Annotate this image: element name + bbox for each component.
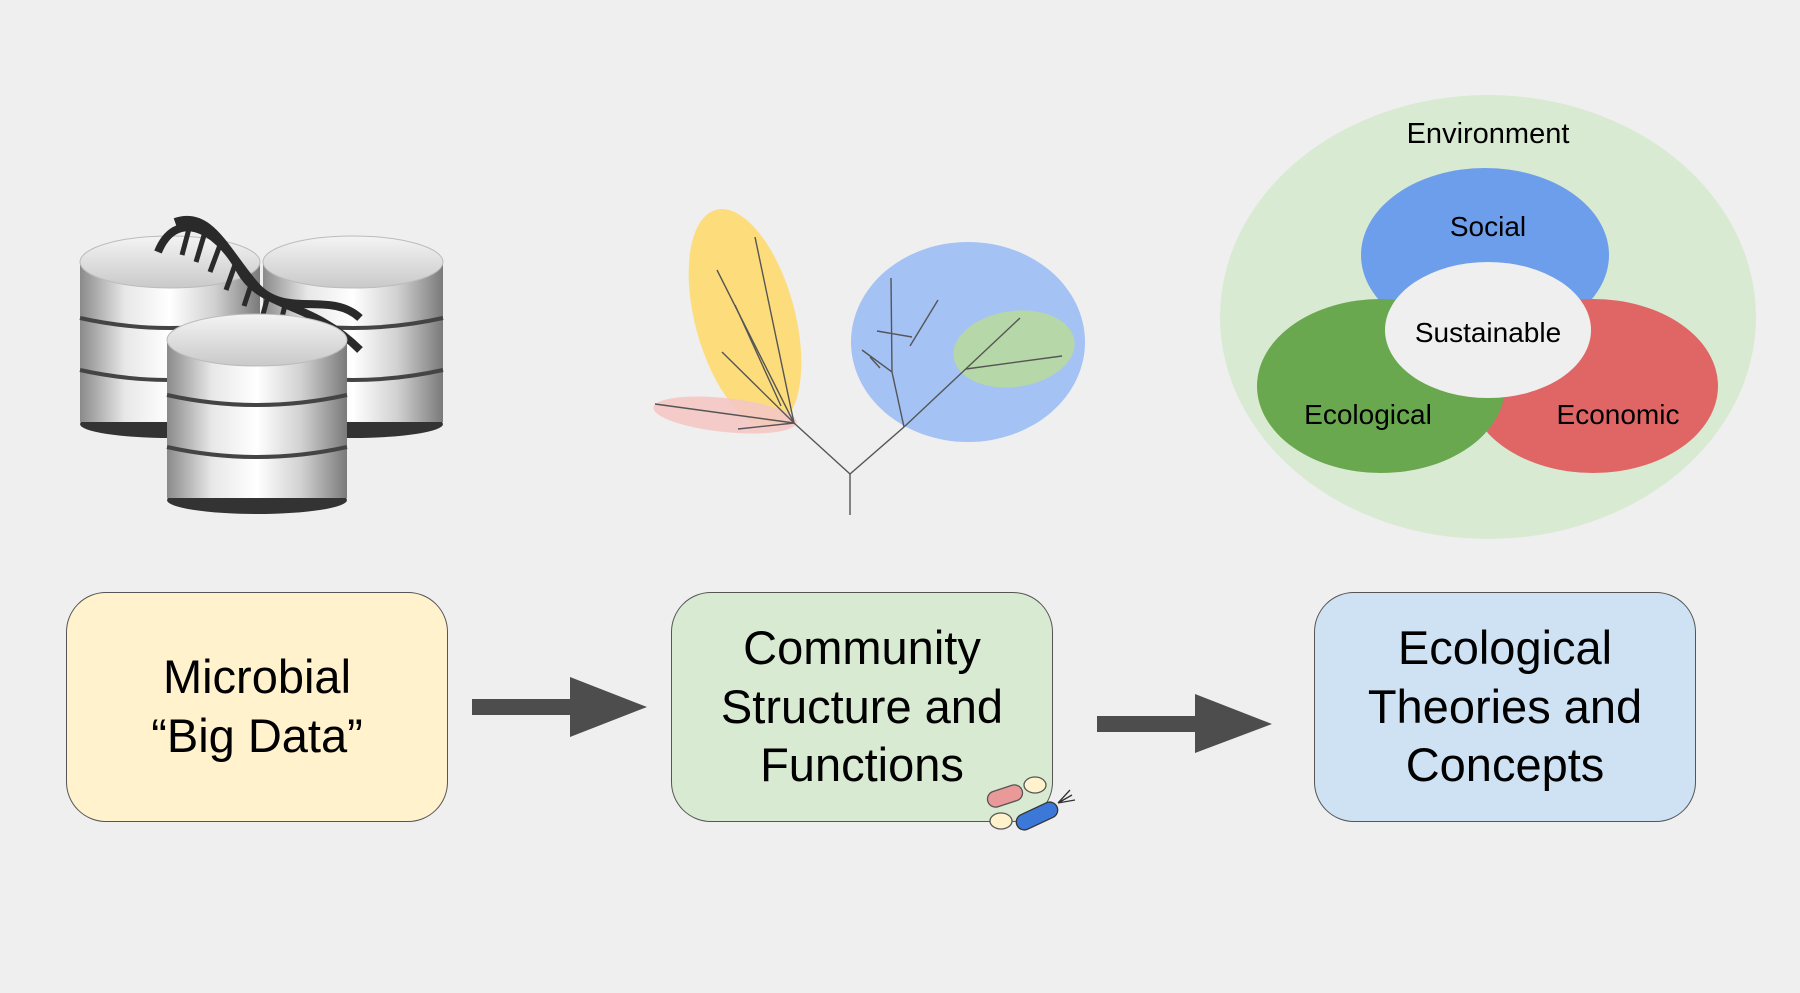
ecological-theories-label: Ecological Theories and Concepts <box>1367 620 1643 792</box>
economic-label: Economic <box>1557 399 1680 430</box>
arrow-right-1 <box>472 677 647 737</box>
database-stack-icon <box>79 216 444 514</box>
ecological-theories-box: Ecological Theories and Concepts <box>1314 592 1696 822</box>
clade-green <box>953 310 1075 388</box>
environment-label: Environment <box>1407 118 1570 150</box>
dna-helix-icon <box>154 216 363 353</box>
ecological-label: Ecological <box>1304 399 1432 430</box>
community-structure-box: Community Structure and Functions <box>671 592 1053 822</box>
phylogenetic-tree-icon <box>653 209 1085 515</box>
database-cylinder-front <box>166 313 348 514</box>
sustainable-circle <box>1385 262 1591 398</box>
clade-yellow <box>688 209 802 427</box>
arrow-right-2 <box>1097 694 1272 753</box>
social-label: Social <box>1450 211 1526 242</box>
sustainability-venn-diagram: Environment Social Sustainable Ecologica… <box>1220 95 1756 539</box>
microbial-big-data-label: Microbial “Big Data” <box>151 650 363 762</box>
microbe-cells-icon <box>986 776 1076 831</box>
clade-pink <box>653 396 797 434</box>
microbial-big-data-box: Microbial “Big Data” <box>66 592 448 822</box>
sustainable-label: Sustainable <box>1415 317 1561 348</box>
community-structure-label: Community Structure and Functions <box>720 620 1004 792</box>
